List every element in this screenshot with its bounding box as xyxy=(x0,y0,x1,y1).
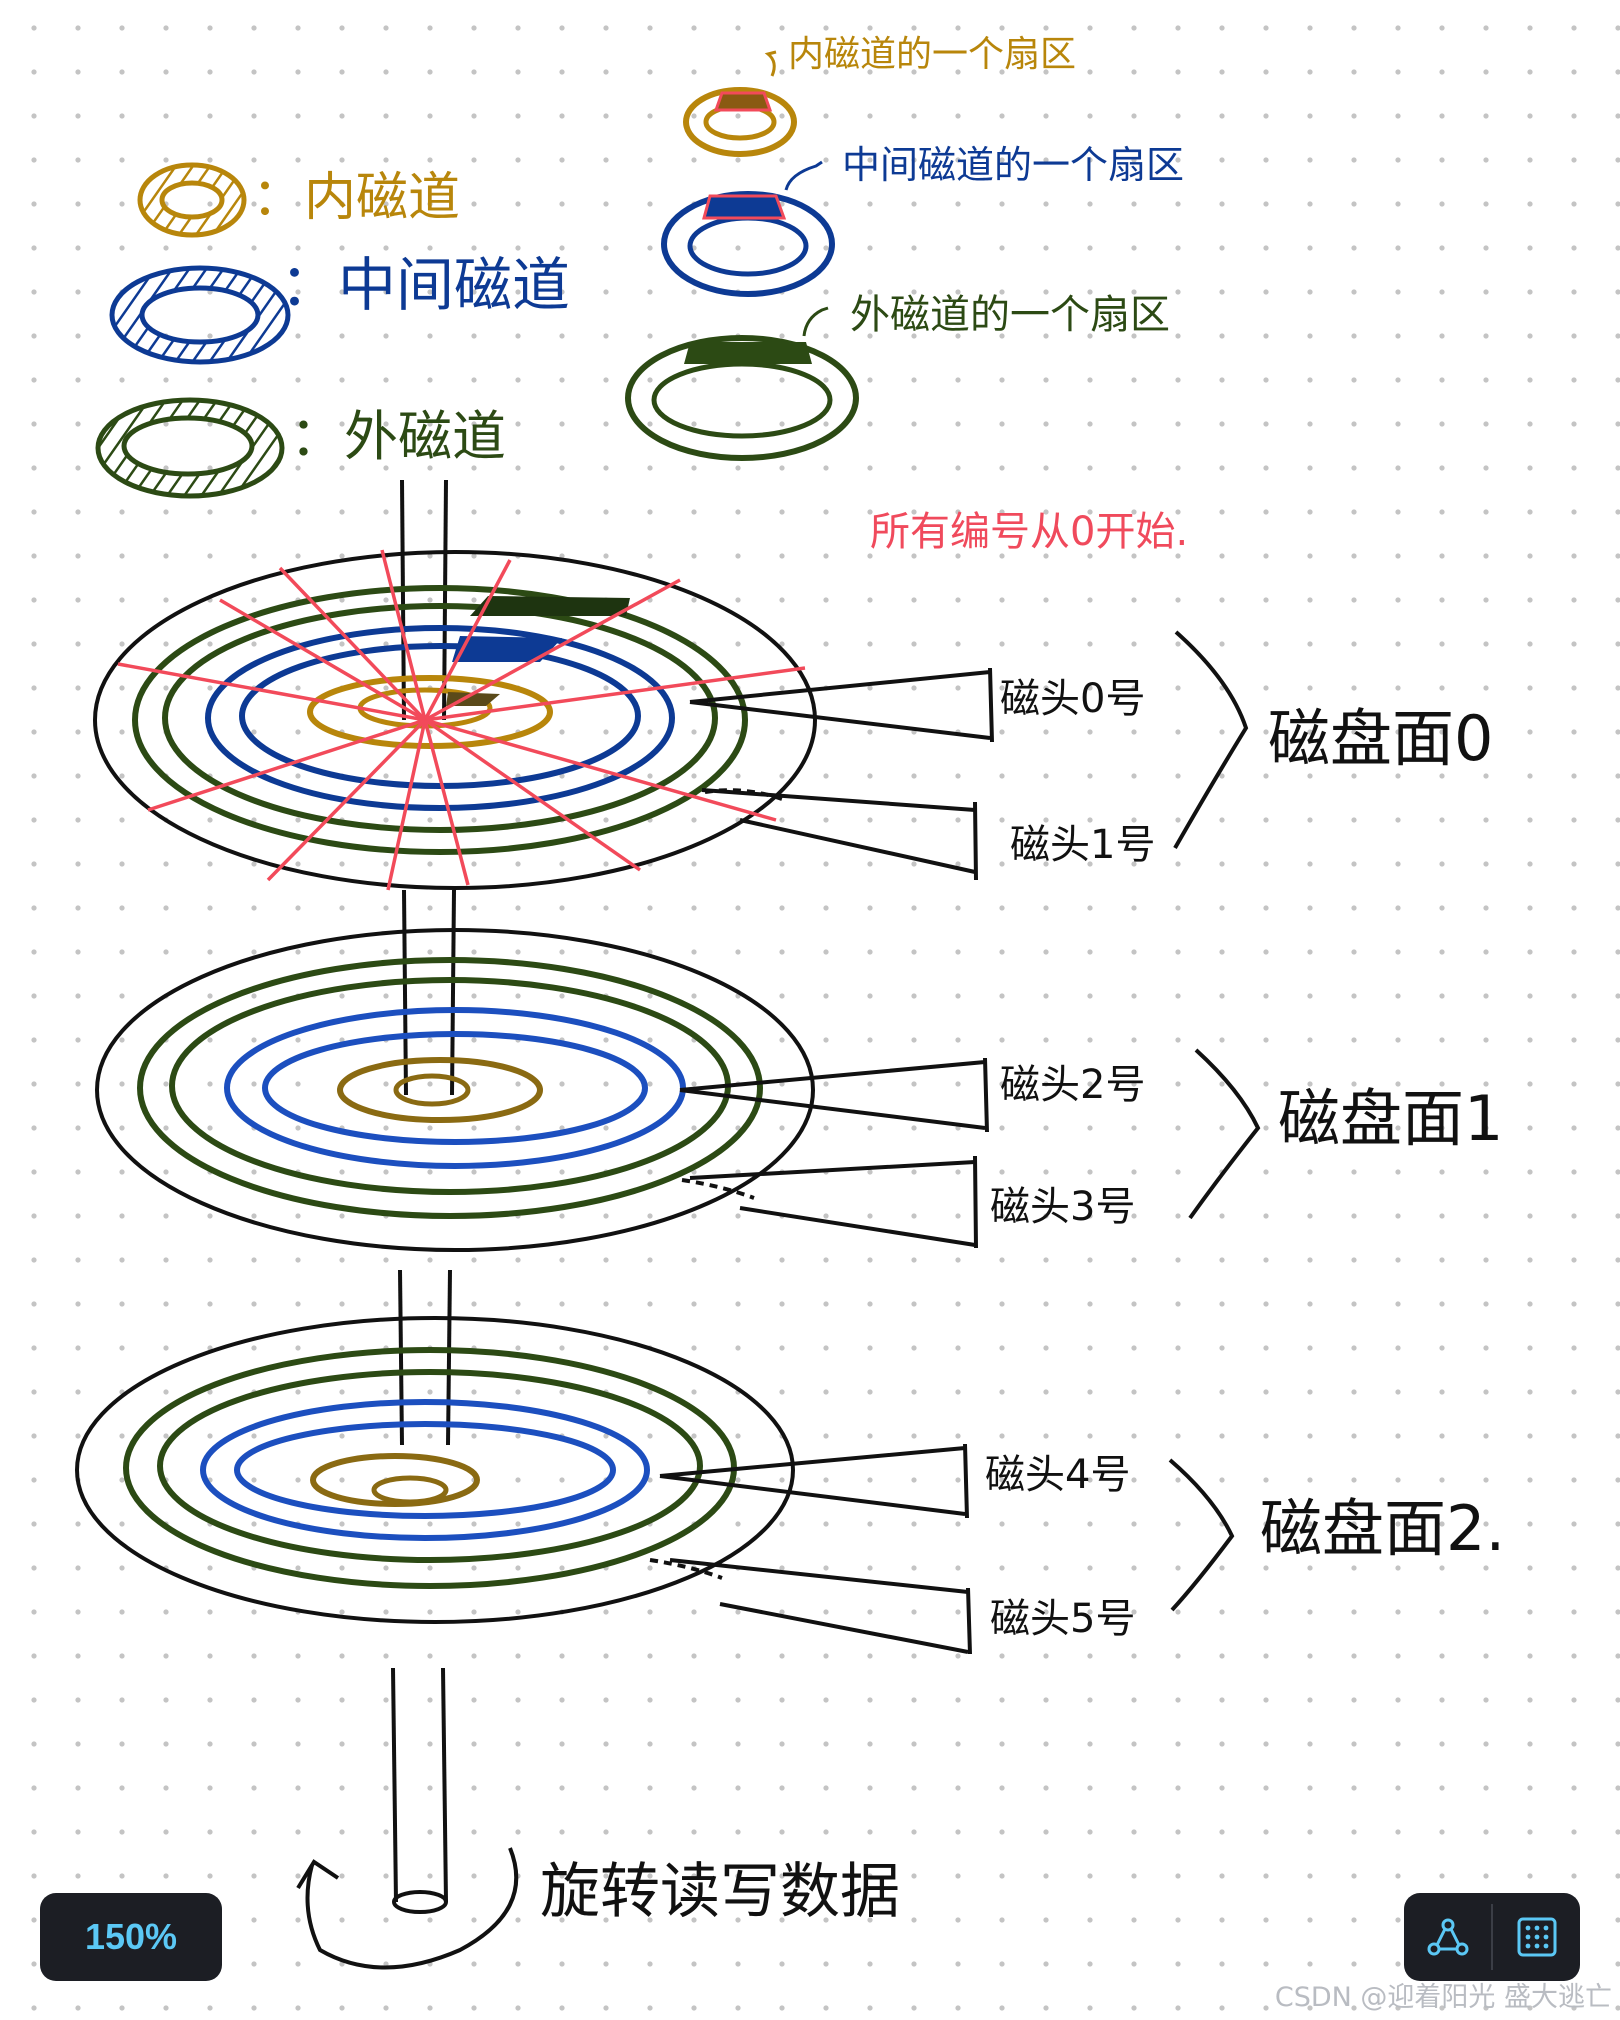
grid-toggle-button[interactable] xyxy=(1493,1893,1580,1981)
platter-1-edge xyxy=(95,928,815,1252)
platter-0-middle-track-2 xyxy=(239,643,641,789)
platter-0-middle-track-1 xyxy=(205,625,675,811)
platter-1-inner-track-1 xyxy=(337,1057,543,1123)
head-arm-0 xyxy=(689,667,994,743)
legend-middle-sector: 中间磁道的一个扇区 xyxy=(661,143,1184,297)
legend-middle-ring xyxy=(109,265,291,365)
legend-inner-track: ：内磁道 xyxy=(137,162,460,238)
spindle-mid1-right xyxy=(450,889,456,1096)
legend-middle-label: ：中间磁道 xyxy=(280,251,570,319)
shape-tool-button[interactable] xyxy=(1404,1893,1491,1981)
head-arm-5 xyxy=(669,1558,972,1655)
brace-platter-2 xyxy=(1168,1458,1235,1612)
head-arm-2 xyxy=(679,1057,989,1133)
spindle-bottom-left xyxy=(391,1667,398,1903)
platter-1-inner-track-2 xyxy=(393,1073,471,1107)
rotation-arrow xyxy=(296,1847,519,1970)
rotate-label: 旋转读写数据 xyxy=(540,1857,900,1927)
head-arm-1 xyxy=(701,788,978,881)
zoom-level-button[interactable]: 150% xyxy=(40,1893,222,1981)
head-arm-1-dashed xyxy=(704,788,786,802)
platter-2-edge xyxy=(75,1316,795,1624)
head-label-5: 磁头5号 xyxy=(990,1596,1135,1642)
platter-0-middle-sector xyxy=(452,636,562,662)
platter-label-1: 磁盘面1 xyxy=(1278,1082,1503,1155)
spindle-mid2-right xyxy=(446,1269,452,1446)
middle-sector-highlight xyxy=(702,194,787,220)
legend-outer-ring xyxy=(95,397,285,499)
platter-0-edge xyxy=(93,550,817,890)
legend-inner-ring xyxy=(137,162,247,238)
platter-0-outer-sector xyxy=(470,596,630,616)
head-label-2: 磁头2号 xyxy=(1000,1062,1145,1108)
head-label-1: 磁头1号 xyxy=(1010,822,1155,868)
outer-sector-label: 外磁道的一个扇区 xyxy=(850,292,1170,338)
middle-sector-label: 中间磁道的一个扇区 xyxy=(842,143,1184,187)
platter-label-2: 磁盘面2. xyxy=(1260,1492,1505,1565)
platter-2-middle-track-2 xyxy=(234,1421,616,1519)
dot-grid-icon xyxy=(1517,1917,1556,1957)
zoom-level-text: 150% xyxy=(84,1916,178,1957)
spindle-mid2-left xyxy=(398,1269,404,1446)
spindle-end xyxy=(392,1890,448,1914)
platter-braces xyxy=(1168,630,1261,1612)
legend-outer-track: ：外磁道 xyxy=(95,397,506,499)
head-arm-3-dashed xyxy=(681,1178,755,1200)
legend-inner-label: ：内磁道 xyxy=(252,168,460,228)
brace-platter-1 xyxy=(1188,1048,1261,1220)
rotation-arc xyxy=(305,1847,519,1970)
head-arm-4 xyxy=(659,1443,969,1519)
outer-sector-highlight xyxy=(684,342,812,364)
head-label-3: 磁头3号 xyxy=(990,1184,1135,1230)
brace-platter-0 xyxy=(1173,630,1249,849)
spindle-bottom-right xyxy=(441,1667,448,1903)
platter-2-inner-track-1 xyxy=(310,1453,480,1507)
head-arm-3 xyxy=(689,1155,978,1249)
platter-1 xyxy=(95,928,815,1252)
legend-outer-sector: 外磁道的一个扇区 xyxy=(625,292,1170,461)
platter-2-outer-track-1 xyxy=(123,1347,737,1589)
platter-2-inner-track-2 xyxy=(371,1475,449,1505)
platter-0 xyxy=(93,549,817,891)
csdn-watermark: CSDN @迎着阳光 盛大逃亡 xyxy=(1274,1982,1612,2013)
legend-inner-sector: 内磁道的一个扇区 xyxy=(683,34,1076,157)
numbering-note: 所有编号从0开始. xyxy=(870,509,1188,555)
platter-label-0: 磁盘面0 xyxy=(1268,702,1493,775)
toolbar-divider xyxy=(1491,1904,1493,1970)
inner-sector-label: 内磁道的一个扇区 xyxy=(788,34,1076,75)
platter-2 xyxy=(75,1316,795,1624)
platter-0-outer-track-1 xyxy=(132,585,748,855)
platter-2-outer-track-2 xyxy=(157,1369,703,1563)
head-label-4: 磁头4号 xyxy=(985,1452,1130,1498)
platter-0-outer-track-2 xyxy=(162,603,718,833)
head-arm-5-dashed xyxy=(649,1558,723,1580)
platter-0-sector-lines xyxy=(117,549,806,891)
shapes-icon xyxy=(1427,1918,1468,1956)
rotation-arrowhead xyxy=(296,1859,340,1890)
legend-middle-track: ：中间磁道 xyxy=(109,251,570,365)
platter-1-middle-track-2 xyxy=(262,1031,648,1145)
platter-2-middle-track-1 xyxy=(200,1399,650,1541)
inner-sector-highlight xyxy=(713,91,773,112)
head-label-0: 磁头0号 xyxy=(1000,676,1145,722)
spindle-top-left xyxy=(400,479,406,721)
head-arms xyxy=(649,667,994,1655)
legend-outer-label: ：外磁道 xyxy=(290,405,506,468)
platter-1-outer-track-1 xyxy=(137,957,763,1219)
canvas-toolbar xyxy=(1404,1893,1580,1981)
